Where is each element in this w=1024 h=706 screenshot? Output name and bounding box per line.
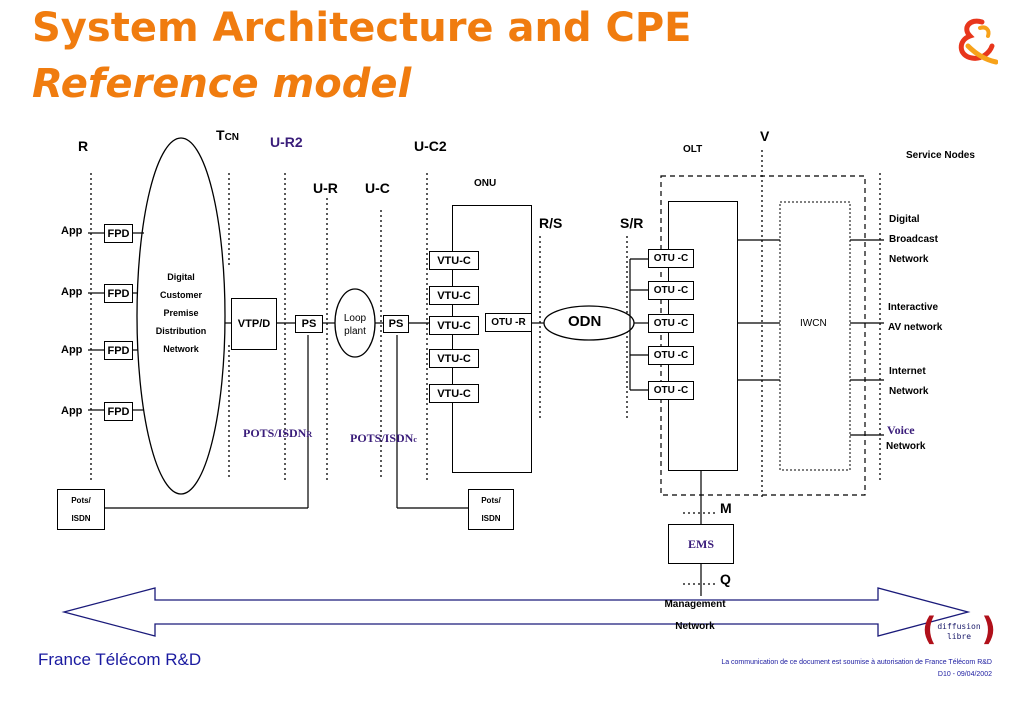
otu-c-box: OTU -C — [648, 281, 694, 300]
pots-isdn-r-label: POTS/ISDNR — [243, 426, 313, 440]
slide-subtitle: Reference model — [32, 61, 412, 107]
vtu-box: VTU-C — [429, 286, 479, 305]
app-label: App — [61, 225, 83, 237]
ref-q: Q — [720, 571, 731, 587]
otu-c-box: OTU -C — [648, 314, 694, 333]
management-network-label: Management Network — [664, 599, 726, 632]
iwcn-label: IWCN — [800, 318, 827, 329]
fpd-box: FPD — [104, 341, 133, 360]
onu-box — [452, 205, 532, 473]
management-arrow — [61, 587, 971, 637]
footer-company: France Télécom R&D — [38, 650, 202, 669]
footer-legal: La communication de ce document est soum… — [721, 659, 992, 666]
loop-plant-label: Loop plant — [343, 313, 367, 337]
ref-rs: R/S — [539, 215, 563, 231]
voice-label: Voice — [887, 423, 915, 437]
ref-v: V — [760, 128, 770, 144]
dcpd-label: Digital Customer Premise Distribution Ne… — [155, 272, 207, 354]
digital-broadcast-label: Digital Broadcast Network — [889, 214, 938, 265]
pots-isdn-box: Pots/ ISDN — [468, 489, 514, 530]
olt-label: OLT — [683, 144, 703, 155]
ref-u-c: U-C — [365, 180, 390, 196]
ref-u-r2: U-R2 — [270, 134, 303, 150]
ref-t: TCN — [216, 127, 240, 143]
app-label: App — [61, 286, 83, 298]
app-label: App — [61, 344, 83, 356]
vtu-box: VTU-C — [429, 349, 479, 368]
company-logo — [952, 16, 998, 66]
pots-isdn-c-label: POTS/ISDNc — [350, 431, 417, 445]
otu-r-box: OTU -R — [485, 313, 532, 332]
slide-title: System Architecture and CPE — [32, 5, 692, 51]
pots-isdn-box: Pots/ ISDN — [57, 489, 105, 530]
ref-u-c2: U-C2 — [414, 138, 447, 154]
vtu-box: VTU-C — [429, 316, 479, 335]
internet-label: Internet Network — [889, 366, 929, 397]
otu-c-box: OTU -C — [648, 381, 694, 400]
interactive-av-label: Interactive AV network — [888, 302, 943, 333]
ems-box: EMS — [668, 524, 734, 564]
odn-label: ODN — [568, 313, 602, 330]
ref-sr: S/R — [620, 215, 644, 231]
app-label: App — [61, 405, 83, 417]
otu-c-box: OTU -C — [648, 249, 694, 268]
olt-box — [668, 201, 738, 471]
vtu-box: VTU-C — [429, 384, 479, 403]
ps-box: PS — [295, 315, 323, 333]
vtp-box: VTP/D — [231, 298, 277, 350]
footer-doc-ref: D10 - 09/04/2002 — [937, 671, 992, 678]
onu-label: ONU — [474, 178, 497, 189]
service-nodes-label: Service Nodes — [906, 150, 975, 161]
diffusion-libre-badge: ( ) diffusion libre — [922, 610, 996, 648]
voice-network-label: Network — [886, 441, 926, 452]
otu-c-box: OTU -C — [648, 346, 694, 365]
vtu-box: VTU-C — [429, 251, 479, 270]
ref-r: R — [78, 138, 89, 154]
ps-box: PS — [383, 315, 409, 333]
fpd-box: FPD — [104, 402, 133, 421]
fpd-box: FPD — [104, 284, 133, 303]
fpd-box: FPD — [104, 224, 133, 243]
ref-m: M — [720, 500, 732, 516]
ref-u-r: U-R — [313, 180, 338, 196]
